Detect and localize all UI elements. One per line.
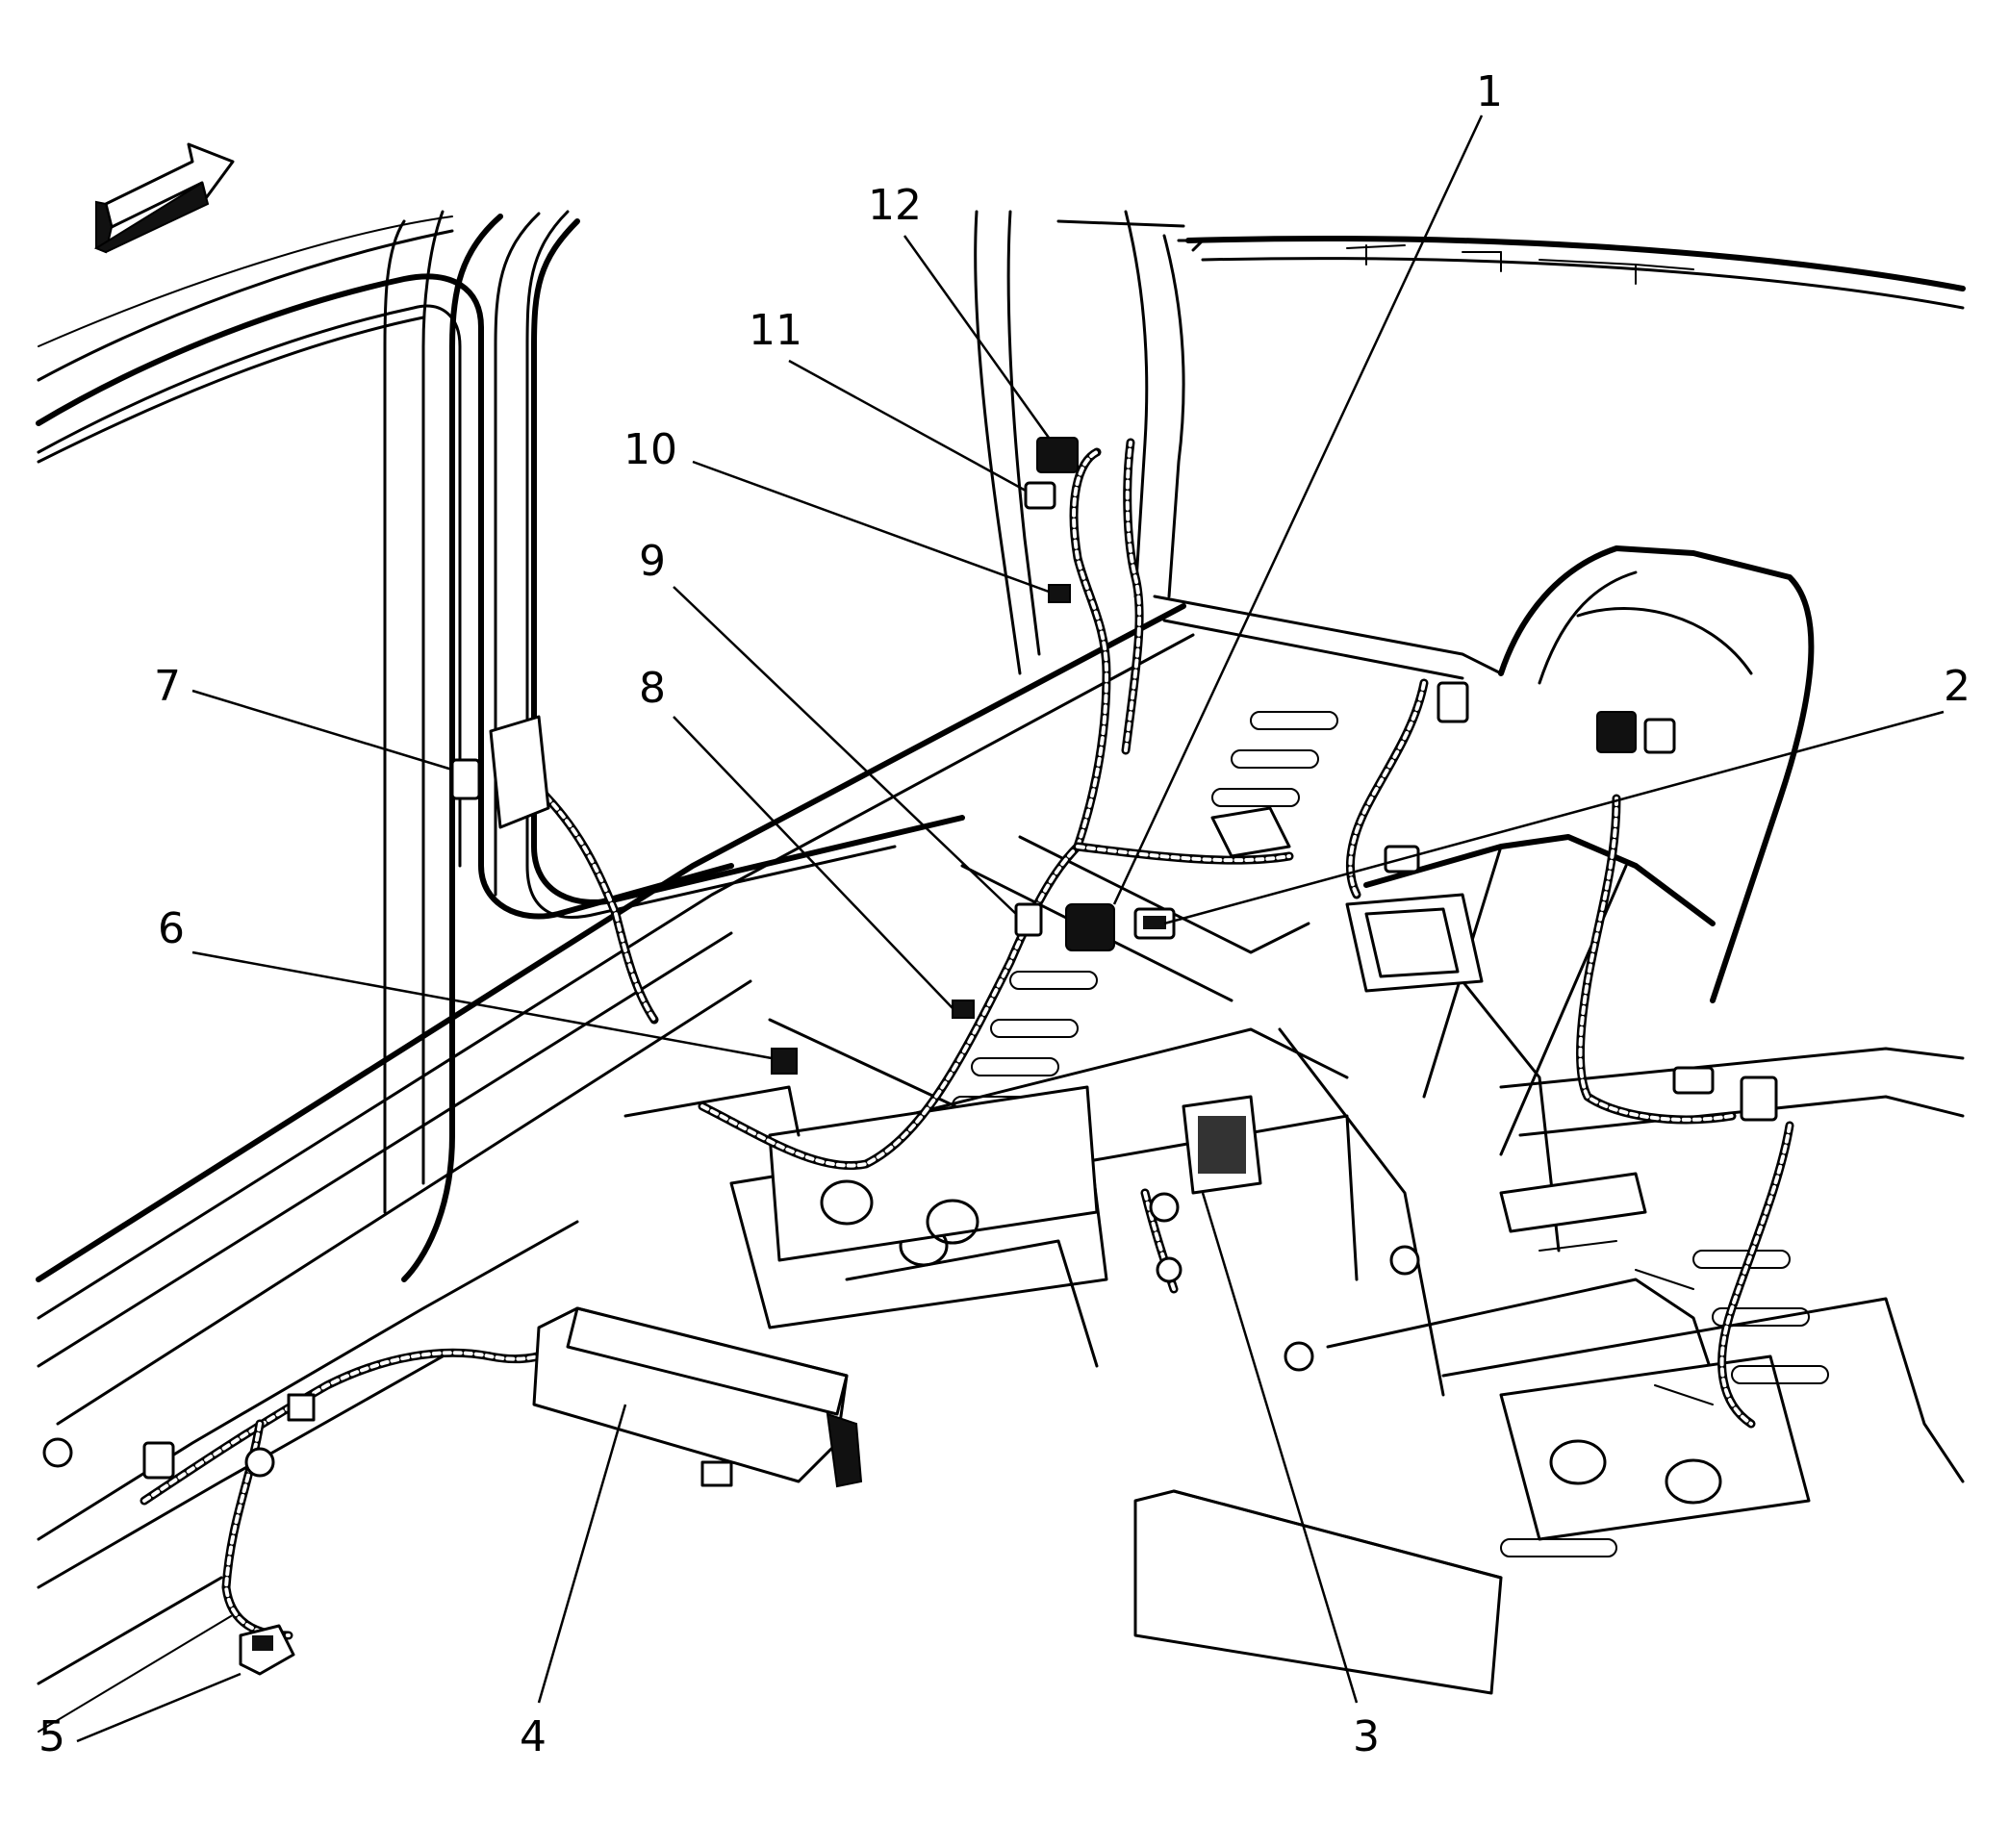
connector-12 [1036,437,1079,473]
callout-4: 4 [520,1712,547,1761]
callout-3: 3 [1353,1712,1380,1761]
leader-lines [76,114,1945,1743]
callout-12: 12 [868,181,922,230]
callout-labels: 1 2 3 4 5 6 7 8 9 10 11 12 [38,67,1971,1761]
clip-8 [952,1000,975,1019]
callout-7: 7 [154,662,181,711]
callout-10: 10 [623,425,677,474]
connector-1 [1065,903,1115,951]
door-opening-frame [36,210,965,1282]
callout-2: 2 [1944,662,1971,711]
connector-11 [1024,481,1056,510]
rear-pillar [974,210,1966,675]
callout-1: 1 [1476,67,1503,116]
module-4 [532,1306,863,1488]
callout-8: 8 [639,664,666,713]
forward-arrow-icon [93,142,235,254]
connector-7 [450,758,481,800]
callout-9: 9 [639,537,666,586]
callout-11: 11 [749,306,802,355]
connector-6 [771,1048,798,1075]
callout-5: 5 [38,1712,65,1761]
connectors [42,437,1778,1695]
rocker-sill [36,603,1195,1733]
connector-9 [1014,902,1043,937]
callout-6: 6 [158,904,185,953]
front-seat-crossmember [623,1085,1099,1368]
clip-10 [1048,584,1071,603]
